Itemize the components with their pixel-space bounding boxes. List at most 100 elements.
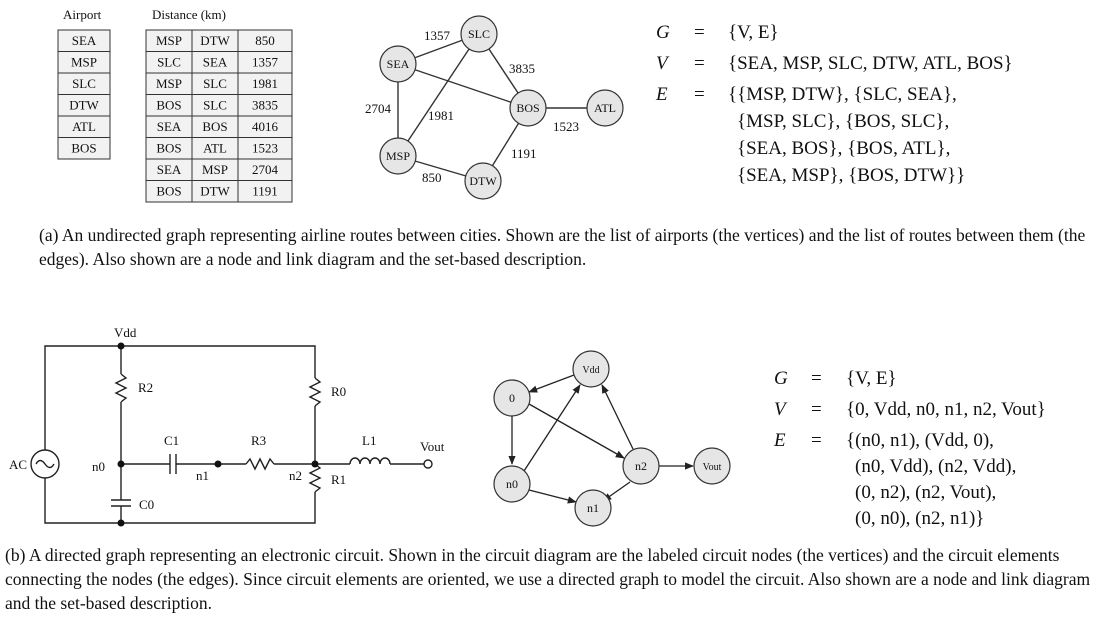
edge-n0-vdd (523, 384, 581, 472)
svg-text:=: = (811, 368, 822, 389)
distance-header: Distance (km) (152, 7, 226, 22)
resistor-r0 (308, 377, 322, 407)
airport-row: MSP (57, 51, 111, 74)
svg-text:R2: R2 (138, 380, 153, 395)
svg-text:0: 0 (509, 391, 515, 405)
vout-terminal (423, 459, 433, 469)
svg-text:=: = (811, 399, 822, 420)
svg-text:G: G (774, 368, 788, 389)
airport-row: SLC (57, 72, 111, 95)
svg-text:V: V (656, 53, 670, 74)
svg-text:Vdd: Vdd (582, 365, 599, 376)
edge-n0-n1 (528, 489, 577, 504)
node-dtw: DTW (464, 162, 502, 200)
node-vdd: Vdd (572, 350, 610, 388)
node-vout: Vout (693, 447, 731, 485)
svg-text:n2: n2 (289, 468, 302, 483)
airport-header: Airport (63, 7, 102, 22)
route-cell: 1981 (252, 76, 278, 91)
svg-text:R3: R3 (251, 433, 266, 448)
svg-text:SLC: SLC (468, 27, 490, 41)
route-cell: BOS (156, 98, 181, 113)
airline-set-description: G = {V, E} V = {SEA, MSP, SLC, DTW, ATL,… (655, 22, 1013, 186)
label-1523: 1523 (553, 119, 579, 134)
resistor-r3 (245, 457, 275, 471)
svg-text:n1: n1 (587, 501, 599, 515)
route-cell: 850 (255, 33, 275, 48)
set-e-line-4: {SEA, MSP}, {BOS, DTW}} (737, 165, 965, 186)
set-v-rhs-b: {0, Vdd, n0, n1, n2, Vout} (846, 399, 1046, 420)
circuit-diagram (30, 345, 433, 524)
airline-graph-nodes: SEA SLC BOS ATL MSP DTW (379, 15, 624, 200)
circuit-set-description: G = {V, E} V = {0, Vdd, n0, n1, n2, Vout… (773, 368, 1046, 529)
route-row: BOS SLC 3835 (145, 94, 293, 117)
svg-text:E: E (655, 84, 668, 105)
circuit-junctions (117, 342, 319, 527)
route-cell: SEA (203, 55, 228, 70)
airport-row: BOS (57, 137, 111, 160)
circuit-graph-nodes: 0 Vdd n2 Vout n0 n1 (493, 350, 731, 527)
svg-text:Vout: Vout (703, 462, 722, 473)
set-g-rhs: {V, E} (728, 22, 779, 43)
airline-edge-labels: 1357 3835 2704 1981 1523 1191 850 (365, 28, 579, 185)
route-cell: SEA (157, 162, 182, 177)
svg-text:MSP: MSP (386, 149, 410, 163)
svg-text:DTW: DTW (469, 174, 497, 188)
resistor-r2 (114, 373, 128, 403)
route-cell: BOS (156, 141, 181, 156)
route-cell: MSP (156, 33, 182, 48)
airport-cell: DTW (69, 98, 99, 113)
edge-vdd-0 (528, 374, 575, 393)
route-row: MSP SLC 1981 (145, 72, 293, 95)
svg-text:C1: C1 (164, 433, 179, 448)
route-row: BOS ATL 1523 (145, 137, 293, 160)
route-cell: 1523 (252, 141, 278, 156)
svg-text:SEA: SEA (387, 57, 410, 71)
set-e-line-3-b: (0, n2), (n2, Vout), (855, 482, 996, 503)
svg-text:n2: n2 (635, 459, 647, 473)
label-1191: 1191 (511, 146, 537, 161)
airport-row: DTW (57, 94, 111, 117)
inductor-l1 (349, 457, 391, 465)
route-cell: BOS (202, 119, 227, 134)
caption-b: (b) A directed graph representing an ele… (5, 545, 1091, 613)
route-cell: SLC (203, 98, 227, 113)
circuit-graph-edges (508, 374, 694, 504)
route-cell: 3835 (252, 98, 278, 113)
route-cell: SLC (157, 55, 181, 70)
label-850: 850 (422, 170, 442, 185)
svg-text:R0: R0 (331, 384, 346, 399)
edge-msp-slc (397, 33, 480, 157)
route-cell: 2704 (252, 162, 279, 177)
svg-text:Vdd: Vdd (114, 325, 137, 340)
set-e-line-1-b: {(n0, n1), (Vdd, 0), (846, 430, 994, 451)
node-n0: n0 (493, 465, 531, 503)
svg-text:R1: R1 (331, 472, 346, 487)
label-2704: 2704 (365, 101, 392, 116)
svg-text:=: = (694, 22, 705, 43)
route-cell: DTW (200, 184, 230, 199)
set-e-line-2-b: (n0, Vdd), (n2, Vdd), (855, 456, 1016, 477)
svg-text:n1: n1 (196, 468, 209, 483)
route-cell: SLC (203, 76, 227, 91)
svg-text:AC: AC (9, 457, 27, 472)
airport-row: ATL (57, 115, 111, 138)
route-cell: 1357 (252, 55, 279, 70)
route-cell: ATL (203, 141, 227, 156)
resistor-r1 (308, 463, 322, 493)
svg-text:BOS: BOS (516, 101, 539, 115)
label-1981: 1981 (428, 108, 454, 123)
set-e-line-4-b: (0, n0), (n2, n1)} (855, 508, 984, 529)
label-1357: 1357 (424, 28, 451, 43)
set-e-line-2: {MSP, SLC}, {BOS, SLC}, (737, 111, 949, 132)
route-cell: MSP (156, 76, 182, 91)
node-atl: ATL (586, 89, 624, 127)
edge-sea-bos (397, 63, 529, 109)
svg-text:n0: n0 (92, 459, 105, 474)
